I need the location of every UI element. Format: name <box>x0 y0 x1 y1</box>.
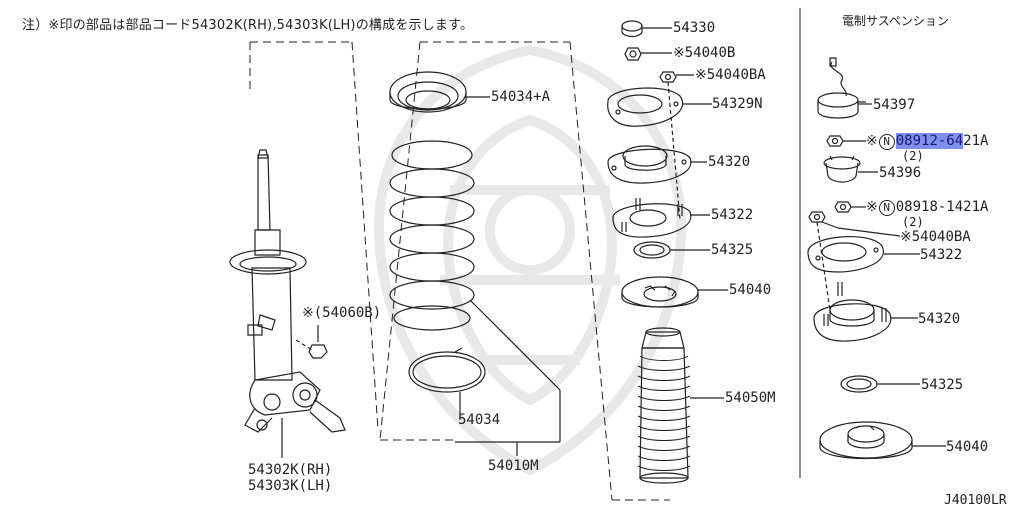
strut-assembly-icon <box>229 149 346 433</box>
label-54040-top: 54040 <box>729 282 772 298</box>
coil-spring-icon <box>389 140 475 331</box>
label-54322-right: 54322 <box>920 247 963 263</box>
label-54034A: 54034+A <box>491 89 551 105</box>
optional-mark: ※ <box>866 133 878 149</box>
mount-plate-icon <box>612 198 692 238</box>
part-number-highlight: 08912-64 <box>895 133 964 149</box>
label-54010M: 54010M <box>488 458 539 474</box>
nut-08912-icon <box>826 135 844 147</box>
part-number-rest: 21A <box>963 133 989 149</box>
dust-boot-icon <box>637 327 691 484</box>
optional-mark: ※ <box>866 199 878 215</box>
washer-right-icon <box>840 375 878 393</box>
label-54397: 54397 <box>873 97 916 113</box>
label-54040B: ※54040B <box>673 45 736 61</box>
rubber-ring-icon <box>408 347 486 393</box>
label-54329N: 54329N <box>712 96 763 112</box>
nut-54040BA-icon <box>808 211 826 223</box>
upper-mount-right-icon <box>813 282 892 342</box>
label-54396: 54396 <box>879 165 922 181</box>
label-54330: 54330 <box>673 20 716 36</box>
upper-mount-icon <box>607 145 692 184</box>
n-circle-icon: N <box>878 200 895 216</box>
label-54325-top: 54325 <box>711 242 754 258</box>
label-54040BA-top: ※54040BA <box>695 67 766 83</box>
label-54040-right: 54040 <box>946 439 989 455</box>
label-54060B: ※(54060B) <box>302 305 382 321</box>
n-circle-icon: N <box>878 134 895 150</box>
label-08912-qty: (2) <box>902 149 924 163</box>
label-54322-top: 54322 <box>711 207 754 223</box>
boot-ribs <box>637 355 691 471</box>
label-54034: 54034 <box>458 412 501 428</box>
bracket-cup-icon <box>823 155 861 183</box>
cap-icon <box>621 20 643 38</box>
diagram-code: J40100LR <box>944 493 1007 508</box>
nut-icon <box>624 47 642 61</box>
strut-dashed-box <box>249 41 379 431</box>
label-54320-right: 54320 <box>918 311 961 327</box>
part-number: 08918-1421A <box>895 199 989 215</box>
diagram-note: 注）※印の部品は部品コード54302K(RH),54303K(LH)の構成を示し… <box>22 18 474 33</box>
label-54302K: 54302K(RH) <box>248 462 333 478</box>
bearing-icon <box>621 276 699 308</box>
label-54325-right: 54325 <box>921 377 964 393</box>
plate-icon <box>607 87 684 127</box>
label-54303K: 54303K(LH) <box>248 478 333 494</box>
mount-plate-right-icon <box>807 235 884 273</box>
label-54040BA-right: ※54040BA <box>900 229 971 245</box>
actuator-icon <box>817 57 866 119</box>
nut-small-icon <box>659 71 677 83</box>
label-08918-qty: (2) <box>902 215 924 229</box>
washer-icon <box>633 241 671 259</box>
bearing-right-icon <box>819 421 913 460</box>
nut-08918-icon <box>834 201 852 213</box>
right-panel-title: 電制サスペンション <box>842 14 949 28</box>
spring-seat-icon <box>389 71 467 113</box>
label-54320-top: 54320 <box>708 154 751 170</box>
label-54050M: 54050M <box>725 390 776 406</box>
